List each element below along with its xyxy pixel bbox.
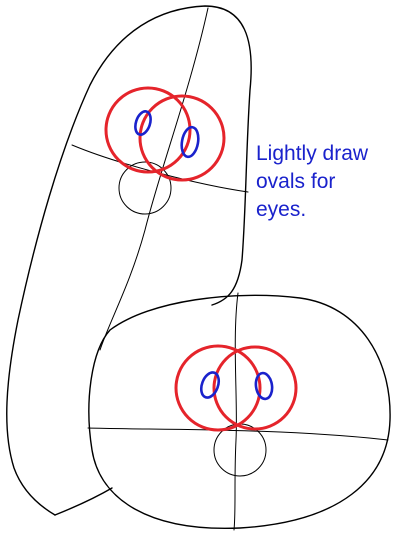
- front-figure-horizontal-guide: [87, 427, 389, 441]
- front-eye-right-oval: [254, 371, 274, 401]
- back-figure-head: [104, 86, 226, 182]
- front-head-circle-left: [174, 344, 262, 432]
- back-figure-nose-circle: [118, 161, 172, 215]
- back-figure: [6, 5, 252, 516]
- back-figure-vertical-guide: [99, 7, 209, 351]
- front-figure-outline: [88, 294, 391, 530]
- front-figure-nose-circle: [213, 423, 267, 477]
- back-head-circle-left: [104, 86, 192, 174]
- back-eye-right-oval: [180, 125, 200, 159]
- instruction-text: Lightly draw ovals for eyes.: [256, 142, 369, 221]
- front-eye-left-oval: [199, 371, 221, 399]
- front-figure-vertical-guide: [233, 292, 239, 531]
- front-figure: [87, 292, 391, 531]
- back-figure-lower-edge: [54, 487, 113, 516]
- front-figure-head: [174, 344, 298, 432]
- back-figure-outline: [6, 5, 252, 516]
- back-eye-left-oval: [134, 110, 152, 136]
- back-head-circle-right: [138, 94, 226, 182]
- front-head-circle-right: [212, 345, 298, 431]
